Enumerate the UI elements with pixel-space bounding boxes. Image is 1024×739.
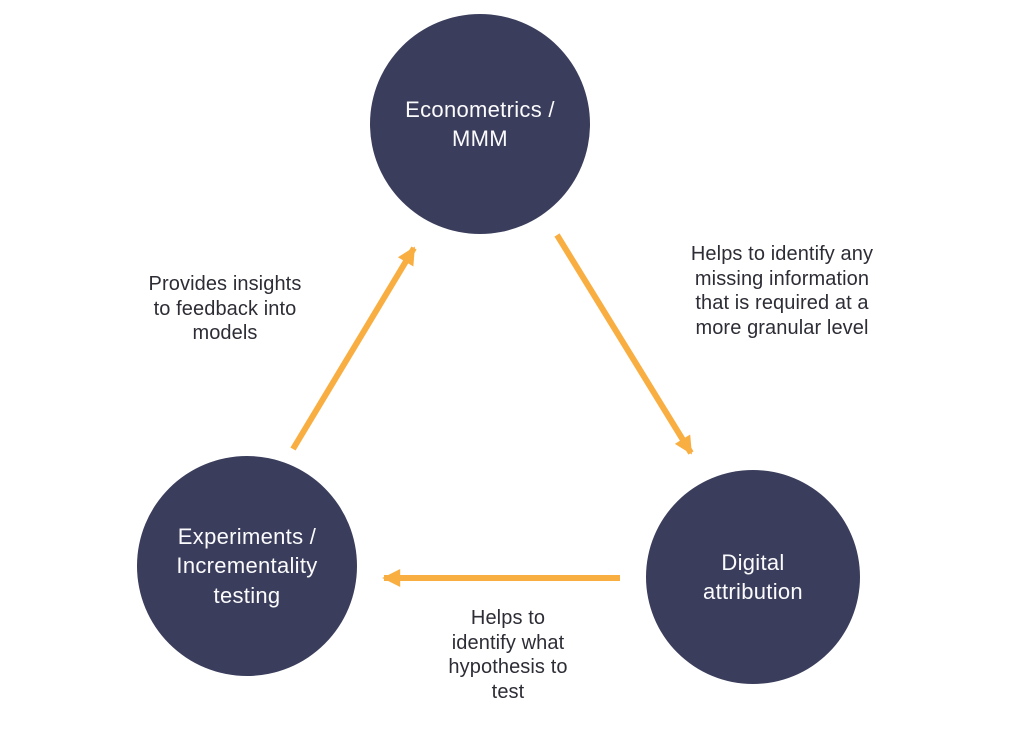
- edge-caption-feedback-into-models: Provides insights to feedback into model…: [148, 273, 302, 344]
- node-experiments-label: Experiments / Incrementality testing: [176, 524, 318, 608]
- node-digital-attribution: Digital attribution: [646, 470, 860, 684]
- node-experiments-incrementality: Experiments / Incrementality testing: [137, 456, 357, 676]
- edge-caption-missing-information: Helps to identify any missing informatio…: [690, 243, 874, 339]
- node-econometrics-mmm: Econometrics / MMM: [370, 14, 590, 234]
- edge-caption-hypothesis-to-test: Helps to identify what hypothesis to tes…: [448, 607, 568, 703]
- node-attribution-label: Digital attribution: [703, 549, 803, 604]
- node-econometrics-label: Econometrics / MMM: [405, 96, 555, 151]
